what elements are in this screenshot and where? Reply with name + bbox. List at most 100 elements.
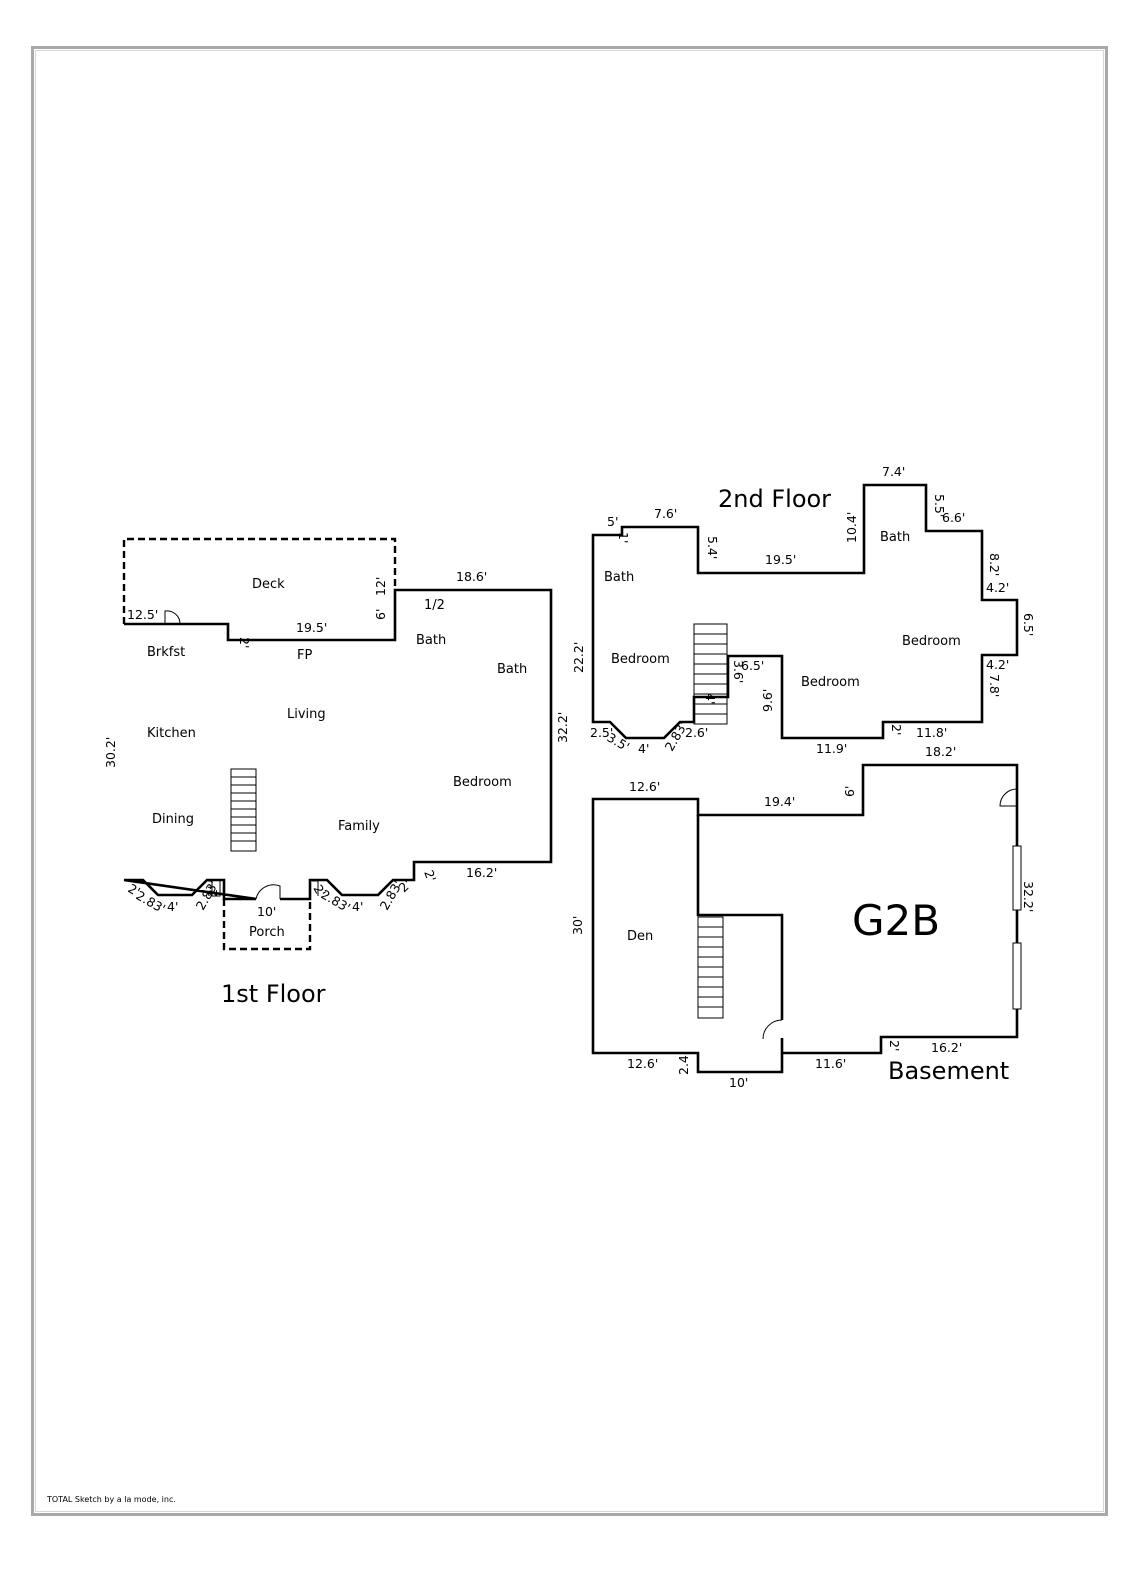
basement-title: Basement: [888, 1057, 1009, 1085]
dimension: 12.5': [127, 607, 158, 622]
basement-window-2: [1012, 942, 1022, 1010]
dimension: 12': [373, 577, 388, 596]
basement-den-door-icon: [762, 1019, 783, 1040]
dimension: 16.2': [466, 865, 497, 880]
dimension: 19.4': [764, 794, 795, 809]
basement-window-1: [1012, 845, 1022, 911]
room-porch: Porch: [249, 925, 285, 940]
dimension: 32.2': [555, 712, 570, 743]
bay-window-left-icon: [208, 880, 221, 897]
basement-inner-walls: [696, 815, 784, 1053]
room-living: Living: [287, 707, 326, 722]
room-brkfst: Brkfst: [147, 645, 185, 660]
deck-outline: [122, 537, 397, 624]
dimension: 6': [842, 786, 857, 797]
room-bath-1: Bath: [604, 570, 634, 585]
second-floor-walls: [591, 483, 1019, 740]
room-half: 1/2: [424, 598, 445, 613]
basement-stairs-icon: [697, 916, 724, 1019]
room-bath-2: Bath: [497, 662, 527, 677]
dimension: 4.2': [986, 580, 1009, 595]
room-deck: Deck: [252, 577, 285, 592]
dimension: 5.5': [932, 494, 947, 517]
dimension: 12.6': [629, 779, 660, 794]
room-den: Den: [627, 929, 653, 944]
dimension: 11.9': [816, 741, 847, 756]
dimension: 19.5': [765, 552, 796, 567]
dimension: 3.6': [731, 660, 746, 683]
room-dining: Dining: [152, 812, 194, 827]
dimension: 2.6': [685, 725, 708, 740]
dimension: 22.2': [571, 642, 586, 673]
dimension: 5': [607, 514, 618, 529]
dimension: 5.4': [705, 536, 720, 559]
second-floor-stairs-icon: [693, 623, 728, 725]
dimension: 7.4': [882, 464, 905, 479]
dimension: 2': [205, 886, 220, 897]
dimension: 6.6': [942, 510, 965, 525]
dimension: 2': [889, 724, 904, 735]
dimension: 2.83': [319, 887, 354, 916]
dimension: 30': [570, 916, 585, 935]
basement-plan: G2B Basement Den 12.6' 19.4' 6' 18.2' 32…: [570, 744, 1036, 1090]
first-floor-walls: [123, 588, 553, 901]
dimension: 4': [703, 693, 718, 704]
dimension: 4': [638, 741, 649, 756]
dimension: 16.2': [931, 1040, 962, 1055]
dimension: 2.5': [590, 725, 613, 740]
dimension: 11.8': [916, 725, 947, 740]
dimension: 7.8': [987, 674, 1002, 697]
dimension: 4': [167, 899, 178, 914]
footer-credit: TOTAL Sketch by a la mode, inc.: [46, 1495, 176, 1504]
dimension: 30.2': [103, 737, 118, 768]
dimension: 19.5': [296, 620, 327, 635]
room-bath-2: Bath: [880, 530, 910, 545]
dimension: 2': [887, 1040, 902, 1051]
room-bedroom-2: Bedroom: [801, 675, 860, 690]
dimension: 32.2': [1021, 881, 1036, 912]
dimension: 2': [421, 868, 439, 884]
page-frame: [31, 46, 1108, 1516]
room-kitchen: Kitchen: [147, 726, 196, 741]
dimension: 10': [729, 1075, 748, 1090]
room-bath-1: Bath: [416, 633, 446, 648]
room-bedroom: Bedroom: [453, 775, 512, 790]
second-floor-plan: 2nd Floor Bath Bath Bedroom Bedroom Bedr…: [571, 464, 1036, 756]
dimension: 1': [616, 532, 631, 543]
room-bedroom-3: Bedroom: [902, 634, 961, 649]
basement-label: G2B: [852, 896, 940, 945]
first-floor-title: 1st Floor: [221, 980, 326, 1008]
room-fp: FP: [297, 648, 312, 663]
dimension: 2.83': [134, 888, 169, 917]
dimension: 10': [257, 904, 276, 919]
dimension: 6.5': [741, 658, 764, 673]
dimension: 4.2': [986, 657, 1009, 672]
first-floor-plan: Deck 1/2 Bath Bath Brkfst FP Living Kitc…: [103, 537, 570, 1008]
brkfst-door-icon: [164, 610, 181, 625]
dimension: 10.4': [844, 512, 859, 543]
page-frame-inner: [35, 50, 1104, 1512]
basement-walls: [591, 763, 1019, 1074]
basement-side-door-icon: [999, 788, 1018, 807]
dimension: 6.5': [1021, 613, 1036, 636]
dimension: 2.4': [676, 1052, 691, 1075]
bay-window-right-icon: [312, 880, 319, 896]
room-bedroom-1: Bedroom: [611, 652, 670, 667]
dimension: 2': [237, 637, 252, 648]
porch-outline: [222, 899, 312, 951]
room-family: Family: [338, 819, 380, 834]
dimension: 9.6': [760, 689, 775, 712]
dimension: 18.2': [925, 744, 956, 759]
dimension: 6': [373, 609, 388, 620]
dimension: 12.6': [627, 1056, 658, 1071]
dimension: 8.2': [987, 553, 1002, 576]
dimension: 18.6': [456, 569, 487, 584]
first-floor-stairs-icon: [230, 768, 257, 852]
dimension: 7.6': [654, 506, 677, 521]
dimension: 11.6': [815, 1056, 846, 1071]
porch-door-icon: [255, 884, 281, 900]
dimension: 4': [352, 899, 363, 914]
second-floor-title: 2nd Floor: [718, 485, 831, 513]
